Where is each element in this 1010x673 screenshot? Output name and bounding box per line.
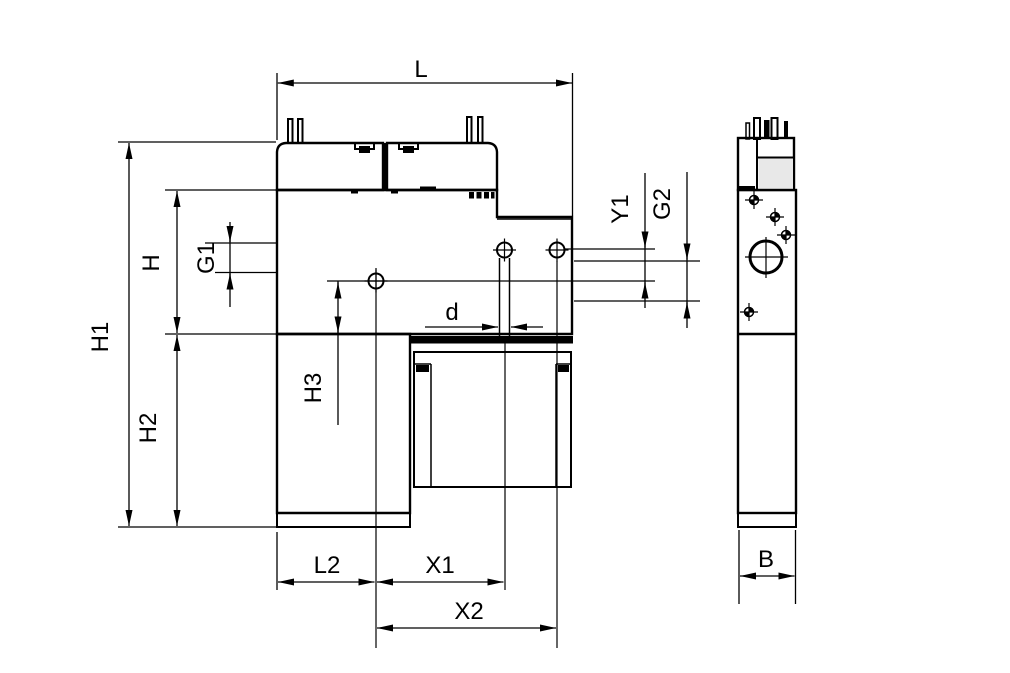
valve-block-right	[385, 141, 499, 192]
side-foot	[737, 512, 797, 528]
hole-marker	[545, 238, 569, 262]
front-view: L H1 H H2 G1	[87, 56, 700, 648]
side-body	[736, 188, 798, 528]
dim-label-L: L	[414, 56, 427, 83]
connector-pins-left	[287, 118, 304, 144]
screw-marker	[777, 226, 795, 244]
front-body	[275, 188, 574, 528]
dim-Y1: Y1	[565, 173, 655, 308]
body-upper	[275, 188, 574, 336]
dim-L2: L2	[276, 532, 375, 590]
slider-body	[413, 351, 572, 488]
dim-L: L	[276, 56, 574, 216]
dim-X2: X2	[377, 598, 556, 632]
dim-label-H2: H2	[135, 413, 162, 444]
dim-label-H: H	[138, 254, 165, 271]
valve-block-left	[275, 141, 385, 192]
hole-markers	[364, 238, 569, 336]
side-view: B	[736, 117, 798, 604]
dim-label-B: B	[758, 546, 774, 573]
dim-label-d: d	[445, 299, 458, 326]
jaw-lip-left	[416, 365, 429, 372]
dim-label-Y1: Y1	[607, 194, 634, 223]
connector-pins-right	[466, 116, 484, 144]
dim-label-L2: L2	[314, 552, 341, 579]
dim-d: d	[425, 299, 543, 331]
dim-H1: H1	[87, 141, 276, 528]
hole-marker	[493, 238, 516, 262]
dim-label-H3: H3	[300, 373, 327, 404]
screw-marker	[745, 191, 763, 209]
side-screw-markers	[740, 191, 795, 321]
socket-notch-left	[354, 142, 375, 153]
dim-label-H1: H1	[87, 322, 114, 353]
screw-marker	[740, 303, 758, 321]
body-column	[275, 332, 412, 515]
mounting-foot	[276, 512, 411, 528]
dim-G1: G1	[193, 222, 277, 307]
centerlines	[327, 261, 655, 648]
valve-blocks	[275, 116, 499, 199]
dim-X1: X1	[377, 552, 504, 586]
dim-label-G2: G2	[649, 188, 676, 220]
dim-G2: G2	[574, 172, 700, 328]
dim-label-G1: G1	[193, 242, 220, 274]
side-top-box	[736, 136, 796, 192]
socket-notch-right	[398, 142, 419, 153]
dim-label-X1: X1	[425, 552, 454, 579]
dim-H: H	[138, 189, 276, 333]
seam-details	[351, 186, 495, 199]
gripper-box	[411, 336, 573, 488]
screw-marker	[766, 208, 784, 226]
top-plate	[411, 336, 573, 344]
dim-H2: H2	[135, 333, 276, 526]
dim-B: B	[738, 530, 797, 604]
side-connector-pins	[745, 117, 788, 140]
side-port-circle	[745, 237, 788, 278]
dim-label-X2: X2	[454, 598, 483, 625]
jaw-lip-right	[558, 365, 569, 372]
dim-H3: H3	[300, 281, 342, 425]
